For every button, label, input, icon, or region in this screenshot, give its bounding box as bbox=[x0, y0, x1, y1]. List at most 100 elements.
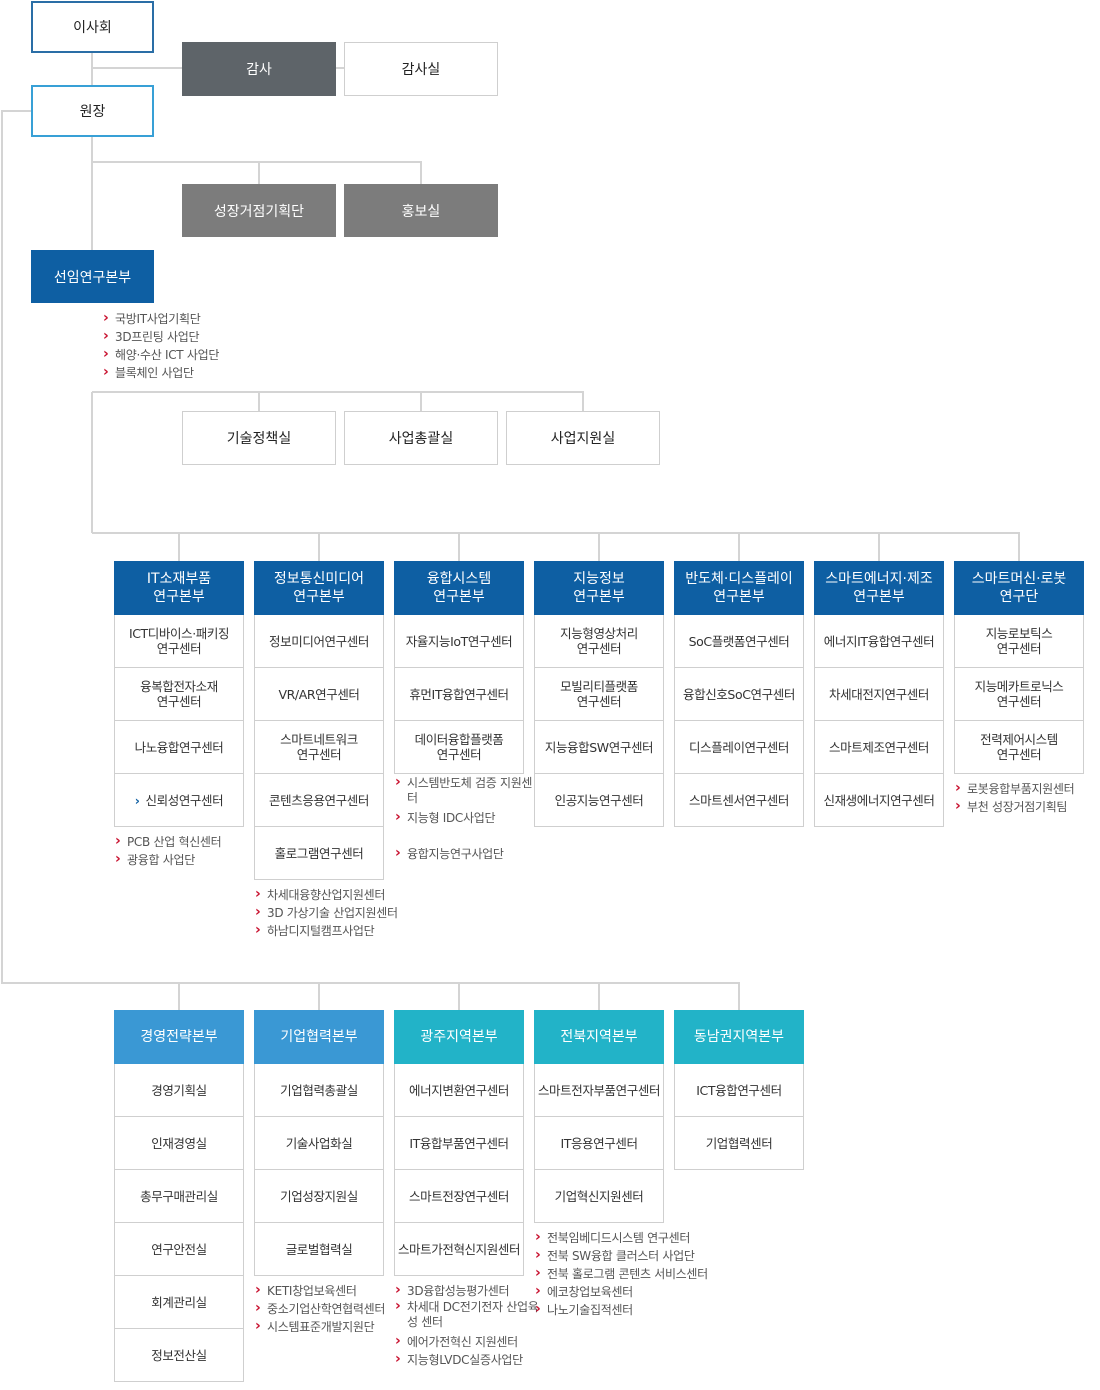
connector-line bbox=[91, 392, 93, 533]
note-item: 전북 홀로그램 콘텐츠 서비스센터 bbox=[535, 1264, 708, 1283]
unit-item: 기술사업화실 bbox=[254, 1117, 384, 1170]
unit-item: 경영기획실 bbox=[114, 1064, 244, 1117]
note-item: 부천 성장거점기획팀 bbox=[955, 797, 1074, 816]
center-item: 차세대전지연구센터 bbox=[814, 668, 944, 721]
connector-line bbox=[458, 983, 460, 1010]
note-item: 지능형LVDC실증사업단 bbox=[395, 1350, 539, 1369]
connector-line bbox=[92, 391, 584, 393]
unit-item: 기업성장지원실 bbox=[254, 1170, 384, 1223]
note-item: 시스템표준개발지원단 bbox=[255, 1317, 385, 1336]
connector-line bbox=[1018, 533, 1020, 561]
center-item: 콘텐츠응용연구센터 bbox=[254, 774, 384, 827]
center-item: 전력제어시스템 연구센터 bbox=[954, 721, 1084, 774]
division-header: 융합시스템 연구본부 bbox=[394, 561, 524, 615]
program-item: 해양·수산 ICT 사업단 bbox=[103, 345, 219, 364]
division-header: 스마트머신·로봇 연구단 bbox=[954, 561, 1084, 615]
unit-item: IT응용연구센터 bbox=[534, 1117, 664, 1170]
program-item: 블록체인 사업단 bbox=[103, 363, 219, 382]
business-general-office-box: 사업총괄실 bbox=[344, 411, 498, 465]
center-item: 정보미디어연구센터 bbox=[254, 615, 384, 668]
connector-line bbox=[1, 982, 740, 984]
center-item: 신재생에너지연구센터 bbox=[814, 774, 944, 827]
president-box: 원장 bbox=[31, 85, 154, 137]
division-header: 지능정보 연구본부 bbox=[534, 561, 664, 615]
division-header: 동남권지역본부 bbox=[674, 1010, 804, 1064]
note-item: 에어가전혁신 지원센터 bbox=[395, 1332, 539, 1351]
connector-line bbox=[598, 533, 600, 561]
unit-item: 정보전산실 bbox=[114, 1329, 244, 1382]
board-box: 이사회 bbox=[31, 1, 154, 53]
connector-line bbox=[178, 983, 180, 1010]
senior-program-list: 국방IT사업기획단 3D프린팅 사업단 해양·수산 ICT 사업단 블록체인 사… bbox=[103, 309, 219, 382]
connector-line bbox=[1, 110, 31, 112]
center-item: 모빌리티플랫폼 연구센터 bbox=[534, 668, 664, 721]
unit-item: 회계관리실 bbox=[114, 1276, 244, 1329]
connector-line bbox=[1, 110, 3, 983]
note-item: 전북 SW융합 클러스터 사업단 bbox=[535, 1246, 708, 1265]
unit-item: 스마트가전혁신지원센터 bbox=[394, 1223, 524, 1276]
note-list: PCB 산업 혁신센터광융합 사업단 bbox=[115, 832, 222, 869]
note-item: 광융합 사업단 bbox=[115, 850, 221, 869]
unit-item: 인재경영실 bbox=[114, 1117, 244, 1170]
connector-line bbox=[582, 391, 584, 411]
pr-office-box: 홍보실 bbox=[344, 184, 498, 237]
auditor-box: 감사 bbox=[182, 42, 336, 96]
note-list: 로봇융합부품지원센터부천 성장거점기획팀 bbox=[955, 779, 1075, 816]
center-item: 스마트제조연구센터 bbox=[814, 721, 944, 774]
unit-item: 에너지변환연구센터 bbox=[394, 1064, 524, 1117]
connector-line bbox=[598, 983, 600, 1010]
note-list: KETI창업보육센터중소기업산학연협력센터시스템표준개발지원단 bbox=[255, 1281, 385, 1336]
note-item: 전북임베디드시스템 연구센터 bbox=[535, 1228, 708, 1247]
connector-line bbox=[318, 983, 320, 1010]
note-list: 차세대융향산업지원센터3D 가상기술 산업지원센터하남디지털캠프사업단 bbox=[255, 885, 398, 940]
note-item: 나노기술집적센터 bbox=[535, 1300, 708, 1319]
center-item: 융합신호SoC연구센터 bbox=[674, 668, 804, 721]
unit-item: ICT융합연구센터 bbox=[674, 1064, 804, 1117]
note-item: 지능형 IDC사업단 bbox=[395, 808, 539, 827]
note-item: KETI창업보육센터 bbox=[255, 1281, 385, 1300]
division-header: 스마트에너지·제조 연구본부 bbox=[814, 561, 944, 615]
connector-line bbox=[738, 533, 740, 561]
note-item: 차세대 DC전기전자 산업육성 센터 bbox=[395, 1299, 539, 1330]
connector-line bbox=[458, 533, 460, 561]
center-item: 지능메카트로닉스 연구센터 bbox=[954, 668, 1084, 721]
center-item: 디스플레이연구센터 bbox=[674, 721, 804, 774]
unit-item: 연구안전실 bbox=[114, 1223, 244, 1276]
unit-item: 스마트전자부품연구센터 bbox=[534, 1064, 664, 1117]
division-header: 기업협력본부 bbox=[254, 1010, 384, 1064]
center-item: 휴먼IT융합연구센터 bbox=[394, 668, 524, 721]
center-item: 지능형영상처리 연구센터 bbox=[534, 615, 664, 668]
center-item: 인공지능연구센터 bbox=[534, 774, 664, 827]
note-item: 중소기업산학연협력센터 bbox=[255, 1299, 385, 1318]
division-header: 전북지역본부 bbox=[534, 1010, 664, 1064]
note-item: 차세대융향산업지원센터 bbox=[255, 885, 398, 904]
center-item: 홀로그램연구센터 bbox=[254, 827, 384, 880]
senior-division-box: 선임연구본부 bbox=[31, 250, 154, 303]
connector-line bbox=[91, 137, 93, 250]
center-label: 신뢰성연구센터 bbox=[145, 792, 224, 808]
division-header: 정보통신미디어 연구본부 bbox=[254, 561, 384, 615]
center-item: SoC플랫폼연구센터 bbox=[674, 615, 804, 668]
center-item: 자율지능IoT연구센터 bbox=[394, 615, 524, 668]
unit-item: IT융합부품연구센터 bbox=[394, 1117, 524, 1170]
unit-item: 총무구매관리실 bbox=[114, 1170, 244, 1223]
center-item: 스마트센서연구센터 bbox=[674, 774, 804, 827]
center-item: 융복합전자소재 연구센터 bbox=[114, 668, 244, 721]
note-list: 3D융합성능평가센터차세대 DC전기전자 산업육성 센터에어가전혁신 지원센터지… bbox=[395, 1281, 539, 1369]
program-item: 국방IT사업기획단 bbox=[103, 309, 219, 328]
note-item: 에코창업보육센터 bbox=[535, 1282, 708, 1301]
center-item: VR/AR연구센터 bbox=[254, 668, 384, 721]
unit-item: 글로벌협력실 bbox=[254, 1223, 384, 1276]
audit-office-box: 감사실 bbox=[344, 42, 498, 96]
division-header: IT소재부품 연구본부 bbox=[114, 561, 244, 615]
chevron-right-icon: › bbox=[134, 792, 140, 808]
note-item: 시스템반도체 검증 지원센터 bbox=[395, 775, 539, 806]
center-item: 데이터융합플랫폼 연구센터 bbox=[394, 721, 524, 774]
connector-line bbox=[258, 161, 260, 184]
